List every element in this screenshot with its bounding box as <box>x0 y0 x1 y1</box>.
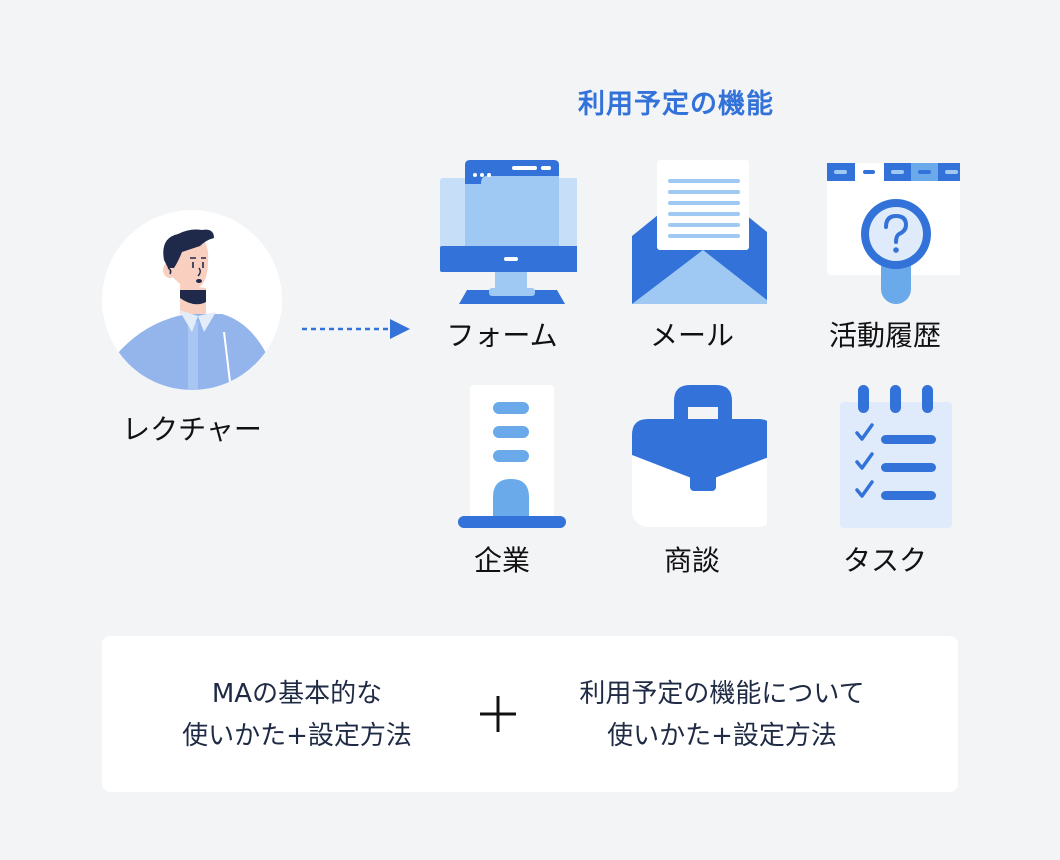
building-icon <box>458 385 566 528</box>
feature-label: メール <box>649 319 734 352</box>
feature-form: フォーム <box>417 158 587 354</box>
envelope-letter-icon <box>632 160 767 304</box>
feature-label: 活動履歴 <box>828 319 941 352</box>
summary-card: MAの基本的な 使いかた+設定方法 利用予定の機能について 使いかた+設定方法 <box>102 636 958 792</box>
summary-right-line1: 利用予定の機能について <box>579 679 865 709</box>
briefcase-icon <box>632 385 767 527</box>
feature-activity-history: 活動履歴 <box>800 158 970 354</box>
feature-label: 商談 <box>663 544 720 577</box>
person-avatar-icon <box>102 210 282 390</box>
section-title: 利用予定の機能 <box>578 89 774 120</box>
summary-left-line1: MAの基本的な <box>211 679 383 709</box>
lecturer-label: レクチャー <box>122 413 262 446</box>
lecturer: レクチャー <box>102 210 282 446</box>
feature-label: フォーム <box>446 319 558 352</box>
feature-label: タスク <box>842 544 927 577</box>
summary-left: MAの基本的な 使いかた+設定方法 <box>152 673 442 757</box>
magnifier-question-icon <box>827 163 960 304</box>
checklist-icon <box>840 385 952 528</box>
summary-right: 利用予定の機能について 使いかた+設定方法 <box>542 673 902 757</box>
feature-mail: メール <box>607 158 777 354</box>
feature-task: タスク <box>800 383 970 579</box>
plus-icon <box>480 696 516 736</box>
summary-right-line2: 使いかた+設定方法 <box>607 721 837 751</box>
feature-company: 企業 <box>417 383 587 579</box>
feature-label: 企業 <box>473 544 530 577</box>
monitor-icon <box>440 160 577 304</box>
summary-left-line2: 使いかた+設定方法 <box>182 721 412 751</box>
dotted-arrow-right-icon <box>300 317 412 345</box>
feature-deal: 商談 <box>607 383 777 579</box>
